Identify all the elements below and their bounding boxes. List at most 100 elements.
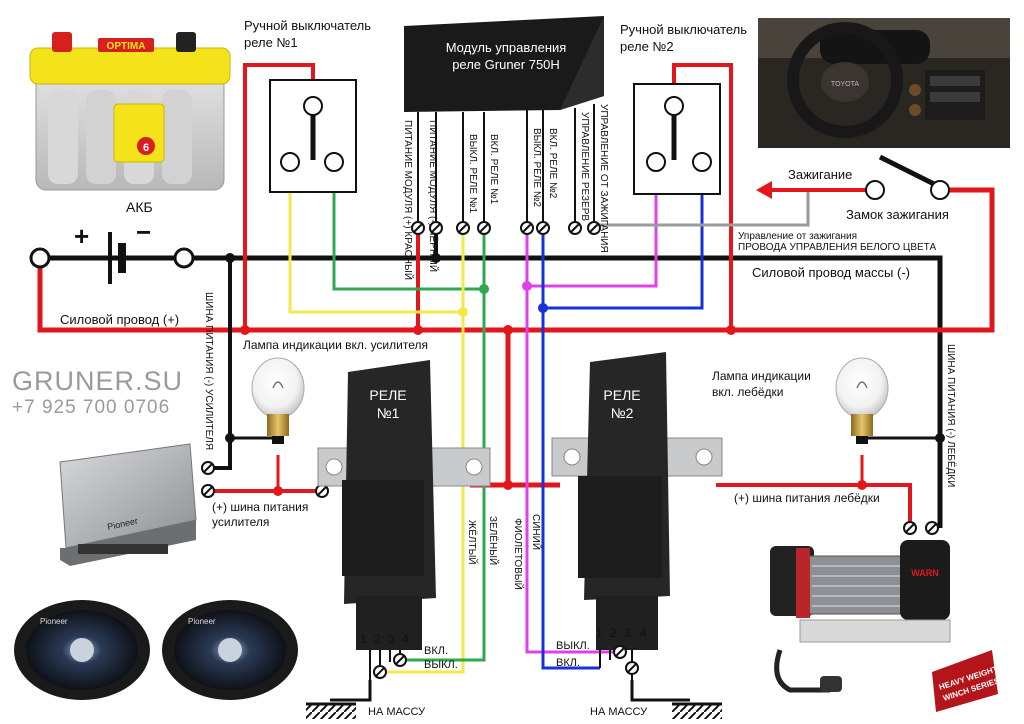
module-title: Модуль управления — [446, 40, 567, 55]
manual-switch-2-label: Ручной выключатель — [620, 22, 747, 37]
green-wire-label: ЗЕЛЁНЫЙ — [487, 516, 500, 565]
relay2-pin-wires — [599, 650, 633, 680]
ignition-control-label: Управление от зажигания — [738, 231, 857, 242]
ground-wire-label: Силовой провод массы (-) — [752, 265, 910, 280]
amp-indicator-lamp — [251, 357, 305, 444]
ground-symbol-2 — [672, 702, 722, 719]
module-pin-label-6: ВКЛ. РЕЛЕ №2 — [547, 128, 558, 199]
switch2-violet-wire — [527, 162, 658, 288]
winch-lamp-label: Лампа индикации — [712, 369, 811, 383]
dashboard-photo: TOYOTA — [758, 18, 1010, 148]
positive-wire-label: Силовой провод (+) — [60, 312, 179, 327]
brand-phone[interactable]: +7 925 700 0706 — [12, 397, 171, 418]
module-pin-label-3: ВЫКЛ. РЕЛЕ №1 — [467, 134, 478, 214]
module-pin-label-1: ПИТАНИЕ МОДУЛЯ (-) ЧЁРНЫЙ — [427, 120, 440, 272]
module-pin-label-4: ВКЛ. РЕЛЕ №1 — [488, 134, 499, 205]
relay1-pin-1: 1 — [360, 632, 367, 646]
ground-symbol-1 — [306, 702, 356, 719]
amp-minus-bus-label: ШИНА ПИТАНИЯ (-) УСИЛИТЕЛЯ — [203, 292, 214, 450]
amp-lamp-label: Лампа индикации вкл. усилителя — [243, 338, 428, 352]
ignition-arrow-icon — [756, 181, 772, 199]
speaker-right-photo: Pioneer — [162, 600, 298, 700]
speaker-right-brand: Pioneer — [188, 617, 216, 626]
relay1-pin-3: 3 — [388, 632, 395, 646]
battery-symbol: + − АКБ — [29, 199, 195, 284]
manual-switch-1-label-2: реле №1 — [244, 35, 298, 50]
green-control-wire — [400, 225, 486, 662]
violet-wire-label: ФИОЛЕТОВЫЙ — [512, 518, 525, 590]
speaker-left-brand: Pioneer — [40, 617, 68, 626]
battery-logo-text: OPTIMA — [107, 41, 146, 52]
ground-2-label: НА МАССУ — [590, 706, 648, 718]
switch1-green-wire — [332, 162, 484, 291]
relay1-off-label: ВЫКЛ. — [424, 659, 458, 671]
violet-control-wire — [525, 225, 620, 654]
relay2-pin-2: 2 — [610, 626, 617, 640]
relay1-pin-wires — [369, 650, 401, 680]
module-pin-leads — [417, 104, 595, 225]
module-subtitle: реле Gruner 750H — [452, 57, 560, 72]
battery-photo: OPTIMA 6 — [29, 32, 231, 191]
manual-switch-1[interactable] — [269, 79, 357, 193]
wires — [37, 63, 995, 702]
battery-name: АКБ — [126, 199, 153, 215]
ignition-switch[interactable] — [865, 154, 950, 200]
module-terminals — [411, 221, 601, 235]
module-pin-label-8: УПРАВЛЕНИЕ ОТ ЗАЖИГАНИЯ — [598, 104, 609, 253]
amp-minus-bus-wire — [208, 258, 232, 470]
brand-block: GRUNER.SU +7 925 700 0706 — [12, 366, 183, 420]
relay-1-number: №1 — [377, 405, 400, 421]
relay1-ground-wire — [330, 680, 372, 702]
relay-2-pins: 1 2 3 4 — [596, 626, 647, 675]
amp-plus-bus-label-2: усилителя — [212, 515, 269, 529]
junctions — [225, 253, 945, 496]
positive-power-wire — [37, 187, 995, 333]
dashboard-emblem: TOYOTA — [831, 81, 859, 88]
winch-brand: WARN — [911, 568, 939, 578]
yellow-control-wire — [380, 225, 465, 674]
relay-1: РЕЛЕ №1 — [317, 360, 491, 650]
yellow-wire-label: ЖЁЛТЫЙ — [466, 520, 479, 565]
module-pin-label-5: ВЫКЛ. РЕЛЕ №2 — [531, 128, 542, 208]
manual-switch-2-label-2: реле №2 — [620, 39, 674, 54]
battery-plus-sign: + — [74, 221, 89, 251]
relay1-on-label: ВКЛ. — [424, 645, 448, 657]
winch-plus-bus-wire — [716, 483, 912, 528]
module-pin-label-2: ПИТАНИЕ МОДУЛЯ (+) КРАСНЫЙ — [402, 120, 415, 280]
manual-switch-1-label: Ручной выключатель — [244, 18, 371, 33]
brand-site[interactable]: GRUNER.SU — [12, 366, 184, 396]
winch-photo: WARN HEAVY WEIGHT WINCH SERIES — [770, 540, 1001, 712]
battery-minus-sign: − — [136, 217, 151, 247]
module-pin-label-7: УПРАВЛЕНИЕ РЕЗЕРВ — [579, 112, 590, 221]
winch-minus-bus-label: ШИНА ПИТАНИЯ (-) ЛЕБЁДКИ — [945, 344, 957, 487]
switch2-blue-wire — [543, 162, 704, 310]
relay-2-title: РЕЛЕ — [603, 387, 640, 403]
speaker-left-photo: Pioneer — [14, 600, 150, 700]
relay2-pin-3: 3 — [624, 626, 631, 640]
relay1-pin-2: 2 — [374, 632, 381, 646]
relay2-pin-4: 4 — [640, 626, 647, 640]
relay-2: РЕЛЕ №2 — [551, 352, 723, 650]
manual-switch-2[interactable] — [633, 83, 721, 195]
battery-minus-terminal — [173, 247, 195, 269]
amplifier-photo: Pioneer — [59, 443, 197, 566]
relay1-pin-4: 4 — [402, 632, 409, 646]
module-pin-labels: ПИТАНИЕ МОДУЛЯ (-) ЧЁРНЫЙ ПИТАНИЕ МОДУЛЯ… — [402, 104, 609, 280]
ignition-lock-label: Замок зажигания — [846, 207, 949, 222]
relay-1-title: РЕЛЕ — [369, 387, 406, 403]
winch-bus-terminals — [903, 521, 939, 535]
winch-lamp-label-2: вкл. лебёдки — [712, 385, 783, 399]
blue-control-wire — [541, 225, 600, 670]
ignition-label: Зажигание — [788, 167, 852, 182]
ground-1-label: НА МАССУ — [368, 706, 426, 718]
relay-2-number: №2 — [611, 405, 634, 421]
winch-indicator-lamp — [835, 357, 889, 444]
control-module: Модуль управления реле Gruner 750H — [404, 16, 604, 112]
battery-plus-terminal — [29, 247, 51, 269]
blue-wire-label: СИНИЙ — [530, 514, 543, 550]
relay2-pin-1: 1 — [596, 626, 603, 640]
amp-plus-bus-label: (+) шина питания — [212, 500, 308, 514]
ignition-control-sublabel: ПРОВОДА УПРАВЛЕНИЯ БЕЛОГО ЦВЕТА — [738, 242, 936, 253]
relay2-ground-wire — [630, 680, 690, 702]
